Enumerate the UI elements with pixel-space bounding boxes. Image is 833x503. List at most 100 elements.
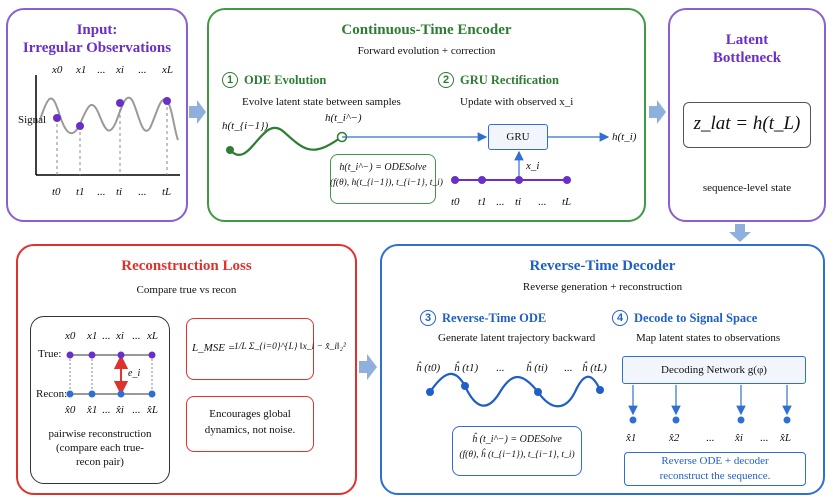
recon-label: Recon: xyxy=(36,388,68,400)
step3-desc: Generate latent trajectory backward xyxy=(438,332,596,344)
dec-h-label-4: ... xyxy=(564,362,573,374)
input-plot xyxy=(35,75,180,176)
enc-t-label-3: ti xyxy=(515,196,522,208)
input-point-i xyxy=(116,99,124,107)
mse-box xyxy=(186,318,314,380)
loss-note-line1: Encourages global xyxy=(209,408,291,420)
loss-note-line2: dynamics, not noise. xyxy=(204,424,296,436)
input-x-label-5: xL xyxy=(162,64,173,76)
step4-title: Decode to Signal Space xyxy=(634,311,758,325)
loss-x-label-1: x1 xyxy=(87,330,98,342)
dec-h-label-1: ĥ (t1) xyxy=(454,362,479,374)
latent-title-line1: Latent xyxy=(725,32,769,48)
x-i-label: x_i xyxy=(526,160,540,172)
latent-caption: sequence-level state xyxy=(702,182,792,194)
decoder-note-line2: reconstruct the sequence. xyxy=(659,470,771,482)
loss-x-label-4: ... xyxy=(132,330,141,342)
input-point-1 xyxy=(76,122,84,130)
loss-xhat-label-1: x̂1 xyxy=(87,404,98,416)
input-title-line2: Irregular Observations xyxy=(22,40,172,56)
enc-t-label-1: t1 xyxy=(478,196,487,208)
loss-x-label-3: xi xyxy=(116,330,124,342)
pairwise-line1: pairwise reconstruction xyxy=(48,428,152,440)
encoder-title: Continuous-Time Encoder xyxy=(341,22,512,38)
input-x-label-4: ... xyxy=(138,64,147,76)
loss-title: Reconstruction Loss xyxy=(121,258,252,274)
encoder-ode-curve xyxy=(226,126,610,184)
decoder-ode-equation-box xyxy=(452,426,582,476)
flow-arrows xyxy=(189,100,751,380)
decoding-network-label: Decoding Network g(φ) xyxy=(661,364,767,376)
error-label: e_i xyxy=(128,368,141,379)
dec-xhat-label-1: x̂2 xyxy=(669,432,680,444)
decoder-note-line1: Reverse ODE + decoder xyxy=(661,455,769,467)
decoder-note-box xyxy=(624,452,806,486)
input-x-label-2: ... xyxy=(97,64,106,76)
input-t-label-0: t0 xyxy=(52,186,61,198)
loss-xhat-label-2: ... xyxy=(102,404,111,416)
latent-panel xyxy=(668,8,826,222)
pairwise-line3: recon pair) xyxy=(76,456,124,468)
dec-h-label-0: ĥ (t0) xyxy=(416,362,441,374)
input-t-label-4: ... xyxy=(138,186,147,198)
encoder-ode-eq-line2: (f(θ), h(t_{i−1}), t_{i−1}, t_i) xyxy=(330,178,443,188)
step3-number: 3 xyxy=(420,310,436,326)
loss-x-label-0: x0 xyxy=(65,330,76,342)
mse-lhs: L_MSE = xyxy=(192,342,236,354)
step2-title: GRU Rectification xyxy=(460,73,559,87)
enc-t-label-4: ... xyxy=(538,196,547,208)
input-x-label-1: x1 xyxy=(76,64,87,76)
gru-box xyxy=(488,124,548,150)
input-x-label-0: x0 xyxy=(52,64,63,76)
encoder-subtitle: Forward evolution + correction xyxy=(357,45,496,57)
pairwise-line2: (compare each true- xyxy=(56,442,144,454)
input-point-L xyxy=(163,97,171,105)
dec-xhat-label-0: x̂1 xyxy=(626,432,637,444)
loss-xhat-label-4: ... xyxy=(132,404,141,416)
loss-x-label-5: xL xyxy=(147,330,158,342)
encoder-panel xyxy=(207,8,646,222)
enc-t-label-5: tL xyxy=(562,196,572,208)
step1-title: ODE Evolution xyxy=(244,73,327,87)
h-minus-label: h(t_i^−) xyxy=(325,112,362,124)
gru-label: GRU xyxy=(506,131,530,143)
decoder-ode-eq-line1: ĥ (t_i^−) = ODESolve xyxy=(472,434,562,445)
latent-title-line2: Bottleneck xyxy=(712,50,782,66)
signal-label: Signal xyxy=(18,114,47,126)
loss-xhat-label-3: x̂i xyxy=(116,404,124,416)
decoder-title: Reverse-Time Decoder xyxy=(529,258,676,274)
decoder-output-arrows xyxy=(628,385,792,416)
input-t-label-2: ... xyxy=(97,186,106,198)
dec-xhat-label-3: x̂i xyxy=(735,432,743,444)
true-label: True: xyxy=(38,348,62,360)
dec-xhat-label-2: ... xyxy=(706,432,715,444)
input-t-label-5: tL xyxy=(162,186,172,198)
h-out-label: h(t_i) xyxy=(612,131,637,143)
input-point-0 xyxy=(53,114,61,122)
latent-equation: z_lat = h(t_L) xyxy=(693,113,801,134)
enc-t-label-2: ... xyxy=(496,196,505,208)
step2-number: 2 xyxy=(438,72,454,88)
dec-xhat-label-4: ... xyxy=(760,432,769,444)
loss-x-label-2: ... xyxy=(102,330,111,342)
input-title-line1: Input: xyxy=(76,22,118,38)
decoding-network-box xyxy=(622,356,806,384)
loss-note-box xyxy=(186,396,314,452)
dec-h-label-2: ... xyxy=(496,362,505,374)
enc-t-label-0: t0 xyxy=(451,196,460,208)
input-t-label-1: t1 xyxy=(76,186,85,198)
h-prev-label: h(t_{i−1}) xyxy=(222,120,269,132)
latent-equation-box xyxy=(683,102,811,148)
step2-desc: Update with observed x_i xyxy=(460,96,574,108)
pairwise-box xyxy=(30,316,170,484)
step1-number: 1 xyxy=(222,72,238,88)
loss-pairs xyxy=(66,351,156,398)
dec-xhat-label-5: x̂L xyxy=(780,432,791,444)
step3-title: Reverse-Time ODE xyxy=(442,311,547,325)
loss-xhat-label-5: x̂L xyxy=(147,404,158,416)
input-t-label-3: ti xyxy=(116,186,123,198)
decoder-subtitle: Reverse generation + reconstruction xyxy=(522,281,683,293)
step4-desc: Map latent states to observations xyxy=(636,332,781,344)
step1-desc: Evolve latent state between samples xyxy=(242,96,401,108)
